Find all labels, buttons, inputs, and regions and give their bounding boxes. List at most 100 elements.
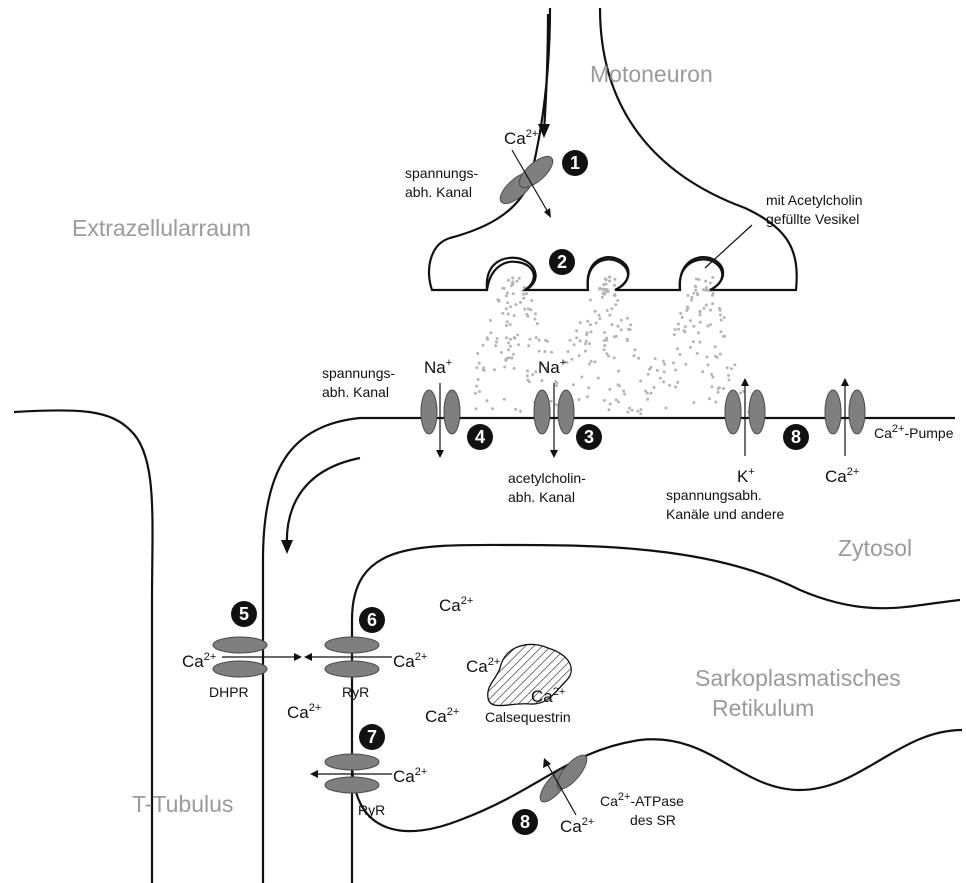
acetylcholine-dot <box>613 278 616 281</box>
acetylcholine-dot <box>519 301 522 304</box>
acetylcholine-dot <box>728 379 731 382</box>
acetylcholine-dot <box>555 403 558 406</box>
acetylcholine-dot <box>705 355 708 358</box>
acetylcholine-dot <box>489 331 492 334</box>
acetylcholine-dot <box>514 303 517 306</box>
acetylcholine-dot <box>683 330 686 333</box>
acetylcholine-dot <box>477 378 480 381</box>
acetylcholine-dot <box>572 383 575 386</box>
acetylcholine-dot <box>598 317 601 320</box>
ca-ion-dhpr: Ca2+ <box>182 651 216 671</box>
acetylcholine-dot <box>622 390 625 393</box>
acetylcholine-dot <box>589 299 592 302</box>
acetylcholine-dot <box>696 292 699 295</box>
acetylcholine-dot <box>481 344 484 347</box>
acetylcholine-dot <box>714 345 717 348</box>
acetylcholine-dot <box>627 328 630 331</box>
acetylcholine-dot <box>526 370 529 373</box>
acetylcholine-dot <box>603 399 606 402</box>
acetylcholine-dot <box>620 328 623 331</box>
acetylcholine-dot <box>695 278 698 281</box>
ca-ion-sr: Ca2+ <box>425 706 459 726</box>
acetylcholine-dot <box>663 363 666 366</box>
ca-ion-calsequestrin-left: Ca2+ <box>466 656 500 676</box>
acetylcholine-dot <box>597 377 600 380</box>
acetylcholine-dot <box>513 336 516 339</box>
acetylcholine-dot <box>656 369 659 372</box>
acetylcholine-dot <box>543 350 546 353</box>
acetylcholine-dot <box>640 408 643 411</box>
acetylcholine-dot <box>699 321 702 324</box>
acetylcholine-dot <box>567 350 570 353</box>
acetylcholine-dot <box>550 351 553 354</box>
acetylcholine-dot <box>739 392 742 395</box>
acetylcholine-dot <box>535 336 538 339</box>
serca-label-1: Ca2+-ATPase <box>600 791 684 809</box>
acetylcholine-dot <box>653 386 656 389</box>
acetylcholine-dot <box>704 280 707 283</box>
acetylcholine-dot <box>698 341 701 344</box>
acetylcholine-dot <box>527 307 530 310</box>
vg-mem-label-2: abh. Kanal <box>322 384 389 400</box>
acetylcholine-dot <box>626 411 629 414</box>
ca-ion-presynaptic: Ca2+ <box>504 128 538 148</box>
acetylcholine-dot <box>509 338 512 341</box>
acetylcholine-dot <box>719 314 722 317</box>
acetylcholine-dot <box>500 351 503 354</box>
acetylcholine-dot <box>476 352 479 355</box>
acetylcholine-dot <box>709 309 712 312</box>
ca-ion-calsequestrin-right: Ca2+ <box>531 686 565 706</box>
acetylcholine-dot <box>644 390 647 393</box>
acetylcholine-dot <box>676 381 679 384</box>
acetylcholine-dot <box>519 410 522 413</box>
step-8-membrane: 8 <box>791 427 801 447</box>
serca-label-2: des SR <box>630 812 676 828</box>
motoneuron-label: Motoneuron <box>590 61 713 87</box>
k-channels-label-2: Kanäle und andere <box>666 506 785 522</box>
acetylcholine-dot <box>515 280 518 283</box>
acetylcholine-dot <box>505 294 508 297</box>
acetylcholine-dot <box>504 358 507 361</box>
acetylcholine-dot <box>730 367 733 370</box>
t-tubulus-label: T-Tubulus <box>132 791 233 817</box>
acetylcholine-dot <box>534 312 537 315</box>
ryr-upper-label: RyR <box>342 684 369 700</box>
acetylcholine-dot <box>517 343 520 346</box>
acetylcholine-dot <box>650 392 653 395</box>
acetylcholine-dot <box>538 350 541 353</box>
acetylcholine-dot <box>606 309 609 312</box>
step-1: 1 <box>570 153 580 173</box>
acetylcholine-dot <box>615 335 618 338</box>
arrowhead <box>550 450 558 458</box>
acetylcholine-dot <box>674 386 677 389</box>
acetylcholine-dot <box>706 325 709 328</box>
acetylcholine-dot <box>509 345 512 348</box>
ach-channel-label-1: acetylcholin- <box>508 470 586 486</box>
acetylcholine-dot <box>664 407 667 410</box>
acetylcholine-dot <box>631 409 634 412</box>
acetylcholine-dot <box>668 384 671 387</box>
dhpr-label: DHPR <box>209 684 249 700</box>
acetylcholine-dot <box>579 339 582 342</box>
acetylcholine-dot <box>493 368 496 371</box>
acetylcholine-dot <box>626 317 629 320</box>
arrowhead <box>741 378 749 386</box>
acetylcholine-dot <box>626 339 629 342</box>
acetylcholine-dot <box>482 366 485 369</box>
acetylcholine-dot <box>674 369 677 372</box>
arrowhead <box>304 653 312 661</box>
acetylcholine-dot <box>617 383 620 386</box>
acetylcholine-dot <box>586 395 589 398</box>
acetylcholine-dot <box>474 392 477 395</box>
acetylcholine-dot <box>503 398 506 401</box>
acetylcholine-dot <box>594 310 597 313</box>
acetylcholine-dot <box>701 370 704 373</box>
acetylcholine-dot <box>718 307 721 310</box>
step-5: 5 <box>239 604 249 624</box>
acetylcholine-dot <box>571 358 574 361</box>
acetylcholine-dot <box>512 292 515 295</box>
acetylcholine-dot <box>719 330 722 333</box>
acetylcholine-dot <box>603 348 606 351</box>
acetylcholine-dot <box>489 319 492 322</box>
acetylcholine-dot <box>727 374 730 377</box>
